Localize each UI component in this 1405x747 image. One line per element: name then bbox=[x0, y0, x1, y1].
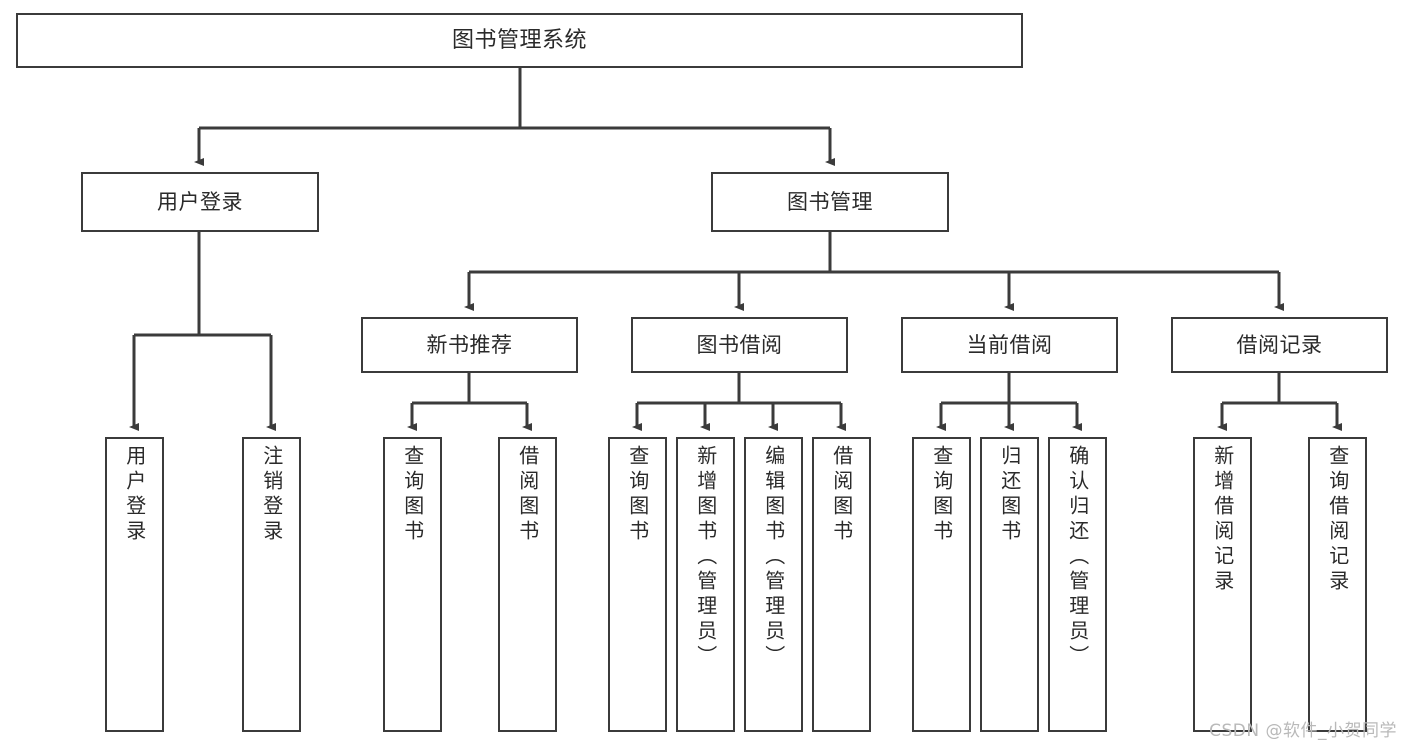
node-leaf-confirm-return[interactable]: 确认归还（管理员） bbox=[1048, 437, 1107, 732]
node-leaf-borrow-book-1[interactable]: 借阅图书 bbox=[498, 437, 557, 732]
node-borrow-record-label: 借阅记录 bbox=[1236, 332, 1323, 357]
node-leaf-borrow-book-1-label: 借阅图书 bbox=[515, 445, 540, 545]
node-leaf-confirm-return-label: 确认归还（管理员） bbox=[1065, 445, 1090, 670]
node-new-book-recommend-label: 新书推荐 bbox=[426, 332, 513, 357]
node-leaf-edit-book-label: 编辑图书（管理员） bbox=[761, 445, 786, 670]
node-leaf-query-book-2-label: 查询图书 bbox=[625, 445, 650, 545]
node-leaf-borrow-book-2-label: 借阅图书 bbox=[829, 445, 854, 545]
node-book-manage-label: 图书管理 bbox=[787, 189, 873, 214]
node-leaf-user-login[interactable]: 用户登录 bbox=[105, 437, 164, 732]
node-leaf-user-logout[interactable]: 注销登录 bbox=[242, 437, 301, 732]
node-leaf-query-book-3-label: 查询图书 bbox=[929, 445, 954, 545]
node-user-login[interactable]: 用户登录 bbox=[81, 172, 319, 232]
node-leaf-add-record[interactable]: 新增借阅记录 bbox=[1193, 437, 1252, 732]
node-leaf-user-login-label: 用户登录 bbox=[122, 445, 147, 545]
node-leaf-query-book-1[interactable]: 查询图书 bbox=[383, 437, 442, 732]
node-book-manage[interactable]: 图书管理 bbox=[711, 172, 949, 232]
node-book-borrow[interactable]: 图书借阅 bbox=[631, 317, 848, 373]
node-borrow-record[interactable]: 借阅记录 bbox=[1171, 317, 1388, 373]
node-leaf-add-record-label: 新增借阅记录 bbox=[1210, 445, 1235, 595]
node-root-system[interactable]: 图书管理系统 bbox=[16, 13, 1023, 68]
node-leaf-query-book-2[interactable]: 查询图书 bbox=[608, 437, 667, 732]
node-leaf-query-record[interactable]: 查询借阅记录 bbox=[1308, 437, 1367, 732]
node-leaf-return-book[interactable]: 归还图书 bbox=[980, 437, 1039, 732]
node-user-login-label: 用户登录 bbox=[157, 189, 243, 214]
node-book-borrow-label: 图书借阅 bbox=[696, 332, 783, 357]
node-root-system-label: 图书管理系统 bbox=[451, 27, 587, 53]
node-leaf-add-book-label: 新增图书（管理员） bbox=[693, 445, 718, 670]
node-leaf-borrow-book-2[interactable]: 借阅图书 bbox=[812, 437, 871, 732]
node-leaf-query-book-1-label: 查询图书 bbox=[400, 445, 425, 545]
node-leaf-return-book-label: 归还图书 bbox=[997, 445, 1022, 545]
node-current-borrow-label: 当前借阅 bbox=[966, 332, 1053, 357]
node-leaf-query-book-3[interactable]: 查询图书 bbox=[912, 437, 971, 732]
node-leaf-add-book[interactable]: 新增图书（管理员） bbox=[676, 437, 735, 732]
node-leaf-user-logout-label: 注销登录 bbox=[259, 445, 284, 545]
node-leaf-edit-book[interactable]: 编辑图书（管理员） bbox=[744, 437, 803, 732]
node-leaf-query-record-label: 查询借阅记录 bbox=[1325, 445, 1350, 595]
node-new-book-recommend[interactable]: 新书推荐 bbox=[361, 317, 578, 373]
node-current-borrow[interactable]: 当前借阅 bbox=[901, 317, 1118, 373]
